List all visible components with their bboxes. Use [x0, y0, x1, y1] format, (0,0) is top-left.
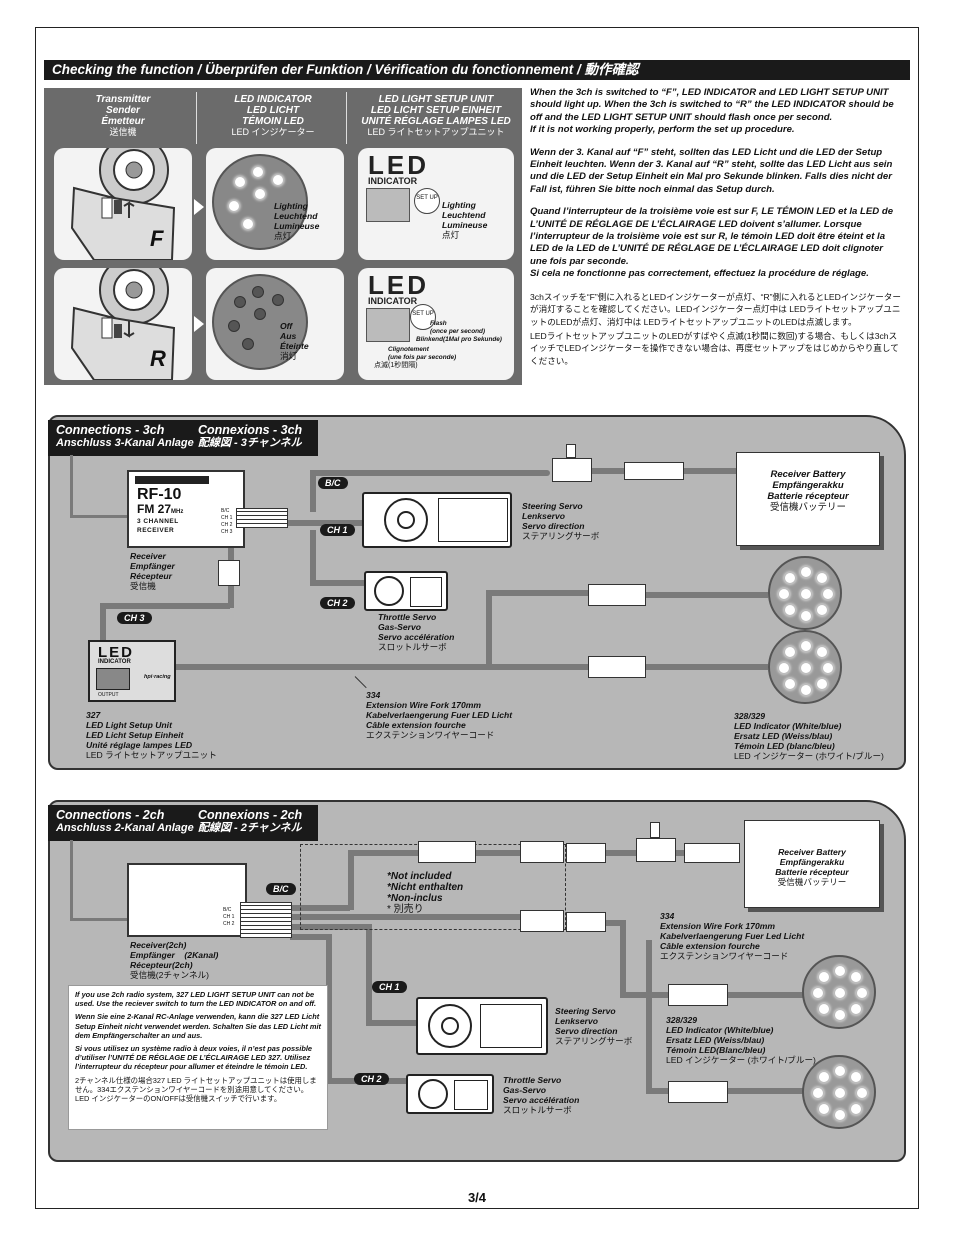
tag-ch2: CH 2	[354, 1073, 389, 1085]
switch-r-label: R	[150, 346, 166, 371]
led-indicator-2ch-label: 328/329 LED Indicator (White/blue) Ersat…	[666, 1015, 816, 1065]
led-indicator-bottom-2ch	[802, 1055, 876, 1129]
receiver-2ch-label: Receiver(2ch) Empfänger (2Kanal) Récepte…	[130, 940, 219, 980]
arrow-right-icon	[194, 316, 204, 332]
receiver-battery-3ch: Receiver Battery Empfängerakku Batterie …	[736, 452, 880, 546]
throttle-servo-3ch-label: Throttle Servo Gas-Servo Servo accélérat…	[378, 612, 455, 652]
receiver-battery-2ch: Receiver Battery Empfängerakku Batterie …	[744, 820, 880, 908]
connector-plug	[684, 843, 740, 863]
col-head-led-indicator: LED INDICATOR LED LICHT TÉMOIN LED LED イ…	[231, 94, 315, 137]
tag-ch3: CH 3	[117, 612, 152, 624]
extension-wire-3ch-label: 334 Extension Wire Fork 170mm Kabelverla…	[366, 690, 513, 740]
connector-plug	[566, 843, 606, 863]
extension-plug	[520, 910, 564, 932]
col-head-transmitter: Transmitter Sender Émetteur 送信機	[95, 94, 151, 137]
extension-plug-1	[588, 584, 646, 606]
setup-unit-on-cell: LED INDICATOR SET UP Lighting Leuchtend …	[358, 148, 514, 260]
led-indicator-top-2ch	[802, 955, 876, 1029]
throttle-servo-2ch-label: Throttle Servo Gas-Servo Servo accélérat…	[503, 1075, 580, 1115]
led-indicator-on	[212, 154, 308, 250]
tag-ch2: CH 2	[320, 597, 355, 609]
led-setup-unit: LED INDICATOR hpi·racing OUTPUT	[88, 640, 176, 702]
setup-button: SET UP	[414, 188, 440, 214]
divider	[196, 92, 197, 144]
connector-plug	[624, 462, 684, 480]
extension-plug	[668, 984, 728, 1006]
receiver-plugs	[240, 902, 292, 938]
extension-plug	[418, 841, 476, 863]
led-indicator-bottom	[768, 630, 842, 704]
tag-ch1: CH 1	[372, 981, 407, 993]
connections-2ch-title: Connections - 2ch Anschluss 2-Kanal Anla…	[48, 805, 318, 841]
transmitter-r-image: R	[54, 268, 192, 380]
arrow-right-icon	[194, 199, 204, 215]
led-setup-unit-label: 327 LED Light Setup Unit LED Licht Setup…	[86, 710, 217, 760]
servo-horn-icon	[418, 1079, 448, 1109]
receiver-3ch: RF-10 FM 27MHz 3 CHANNEL RECEIVER B/C CH…	[127, 470, 245, 548]
ch3-plug	[218, 560, 240, 586]
led-indicator-top	[768, 556, 842, 630]
page-number: 3/4	[467, 1190, 487, 1205]
extension-plug	[520, 841, 564, 863]
servo-horn-icon	[374, 576, 404, 606]
col-head-setup-unit: LED LIGHT SETUP UNIT LED LICHT SETUP EIN…	[361, 94, 511, 137]
transmitter-illustration	[70, 148, 176, 260]
setup-on-label: Lighting Leuchtend Lumineuse 点灯	[442, 200, 488, 240]
page-frame	[35, 27, 919, 1209]
steering-servo-3ch-label: Steering Servo Lenkservo Servo direction…	[522, 501, 600, 541]
throttle-servo-3ch	[364, 571, 448, 611]
setup-flash-label-fr: Clignotement (une fois par seconde) 点滅(1…	[374, 346, 457, 369]
connections-3ch-title: Connections - 3ch Anschluss 3-Kanal Anla…	[48, 420, 318, 456]
setup-unit-flash-cell: LED INDICATOR SET UP Flash (once per sec…	[358, 268, 514, 380]
divider	[346, 92, 347, 144]
tag-bc: B/C	[266, 883, 296, 895]
tag-ch1: CH 1	[320, 524, 355, 536]
switch-icon	[636, 838, 676, 862]
switch-icon	[552, 458, 592, 482]
servo-horn-icon	[428, 1004, 472, 1048]
rx-port-labels: B/C CH 1 CH 2 CH 3	[221, 508, 233, 535]
throttle-servo-2ch	[406, 1074, 494, 1114]
indicator-off-cell: Off Aus Éteinte 消灯	[206, 268, 344, 380]
transmitter-illustration	[70, 268, 176, 380]
connector-plug	[566, 912, 606, 932]
transmitter-f-image: F	[54, 148, 192, 260]
receiver-2ch: B/C CH 1 CH 2	[127, 863, 247, 937]
steering-servo-2ch-label: Steering Servo Lenkservo Servo direction…	[555, 1006, 633, 1046]
description-text: When the 3ch is switched to “F”, LED IND…	[530, 87, 901, 366]
section-header: Checking the function / Überprüfen der F…	[44, 60, 910, 80]
indicator-on-label: Lighting Leuchtend Lumineuse 点灯	[274, 201, 320, 241]
setup-button: SET UP	[410, 304, 436, 330]
receiver-plugs	[236, 508, 288, 528]
tag-bc: B/C	[318, 477, 348, 489]
two-channel-note: If you use 2ch radio system, 327 LED LIG…	[68, 985, 328, 1130]
setup-flash-label: Flash (once per second) Blinkend(1Mal pr…	[416, 320, 502, 343]
function-check-panel: Transmitter Sender Émetteur 送信機 LED INDI…	[44, 88, 522, 385]
indicator-off-label: Off Aus Éteinte 消灯	[280, 321, 309, 361]
indicator-on-cell: Lighting Leuchtend Lumineuse 点灯	[206, 148, 344, 260]
not-included-label: *Not included *Nicht enthalten *Non-incl…	[387, 871, 464, 915]
steering-servo-2ch	[416, 997, 548, 1055]
switch-f-label: F	[150, 226, 164, 251]
led-indicator-3ch-label: 328/329 LED Indicator (White/blue) Ersat…	[734, 711, 884, 761]
led-indicator-off	[212, 274, 308, 370]
extension-plug	[668, 1081, 728, 1103]
rx-port-labels: B/C CH 1 CH 2	[223, 907, 235, 927]
servo-horn-icon	[384, 498, 428, 542]
extension-plug-2	[588, 656, 646, 678]
receiver-3ch-label: Receiver Empfänger Récepteur 受信機	[130, 551, 175, 591]
steering-servo-3ch	[362, 492, 512, 548]
extension-wire-2ch-label: 334 Extension Wire Fork 170mm Kabelverla…	[660, 911, 805, 961]
